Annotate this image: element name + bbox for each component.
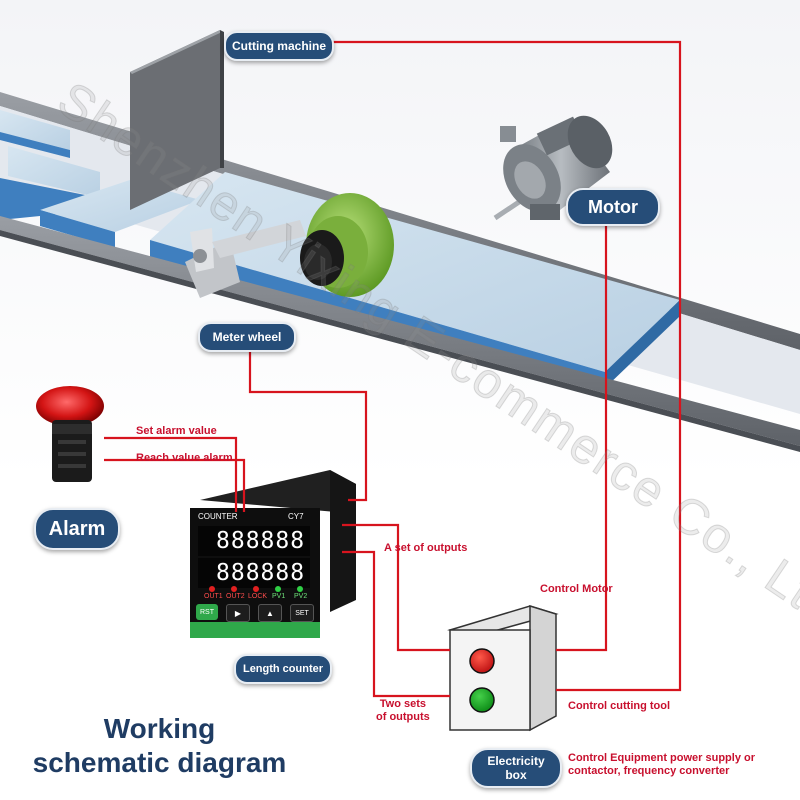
counter-display-top: 888888 [216, 528, 306, 554]
title-line2: schematic diagram [32, 747, 287, 778]
motor [493, 115, 613, 221]
counter-model: CY7 [288, 512, 304, 521]
motor-label: Motor [566, 188, 660, 226]
alarm-label: Alarm [34, 508, 120, 550]
wire-cutting-machine [330, 40, 682, 692]
counter-shift-button[interactable]: ▶ [226, 604, 250, 622]
wire-alarm-set [104, 436, 238, 512]
electricity-box-label-line2: box [505, 768, 527, 782]
wiring [104, 40, 682, 698]
counter-brand: COUNTER [198, 512, 238, 521]
indicator-out1: OUT1 [204, 593, 223, 600]
diagram-title: Working schematic diagram [22, 712, 297, 780]
control-equipment-text: Control Equipment power supply or contac… [568, 752, 755, 778]
control-equipment-line2: contactor, frequency converter [568, 765, 730, 777]
indicator-out2: OUT2 [226, 593, 245, 600]
counter-rst-button[interactable]: RST [196, 604, 218, 620]
control-cutting-tool-text: Control cutting tool [568, 700, 671, 712]
counter-set-button[interactable]: SET [290, 604, 314, 622]
wire-outputs-a [342, 523, 450, 652]
cutting-blade [130, 30, 224, 210]
title-line1: Working [103, 713, 216, 744]
indicator-lock: LOCK [248, 593, 268, 600]
control-motor-text: Control Motor [540, 583, 613, 595]
wire-meter-wheel [248, 340, 368, 502]
meter-wheel [185, 193, 394, 298]
alarm-light [36, 386, 104, 482]
counter-up-button[interactable]: ▲ [258, 604, 282, 622]
indicator-leds [209, 586, 303, 592]
counter-buttons: RST ▶ ▲ SET [196, 604, 314, 622]
wire-outputs-b [342, 550, 450, 698]
electricity-box-label-line1: Electricity [487, 754, 545, 768]
electricity-box-device [447, 604, 559, 732]
indicator-pv2: PV2 [294, 593, 308, 600]
counter-display-bottom: 888888 [216, 560, 306, 586]
cutting-machine-label: Cutting machine [224, 31, 334, 61]
a-set-of-outputs-text: A set of outputs [384, 542, 468, 554]
electricity-box-label: Electricity box [470, 748, 562, 788]
two-sets-line2: of outputs [376, 711, 430, 723]
two-sets-line1: Two sets [379, 698, 427, 710]
length-counter-label: Length counter [234, 654, 332, 684]
reach-value-alarm-text: Reach value alarm [136, 452, 233, 464]
control-equipment-line1: Control Equipment power supply or [568, 752, 755, 764]
two-sets-of-outputs-text: Two sets of outputs [376, 698, 430, 724]
wire-motor [556, 222, 608, 652]
meter-wheel-label: Meter wheel [198, 322, 296, 352]
indicator-pv1: PV1 [272, 593, 286, 600]
wire-alarm-reach [104, 458, 246, 512]
set-alarm-value-text: Set alarm value [136, 425, 217, 437]
